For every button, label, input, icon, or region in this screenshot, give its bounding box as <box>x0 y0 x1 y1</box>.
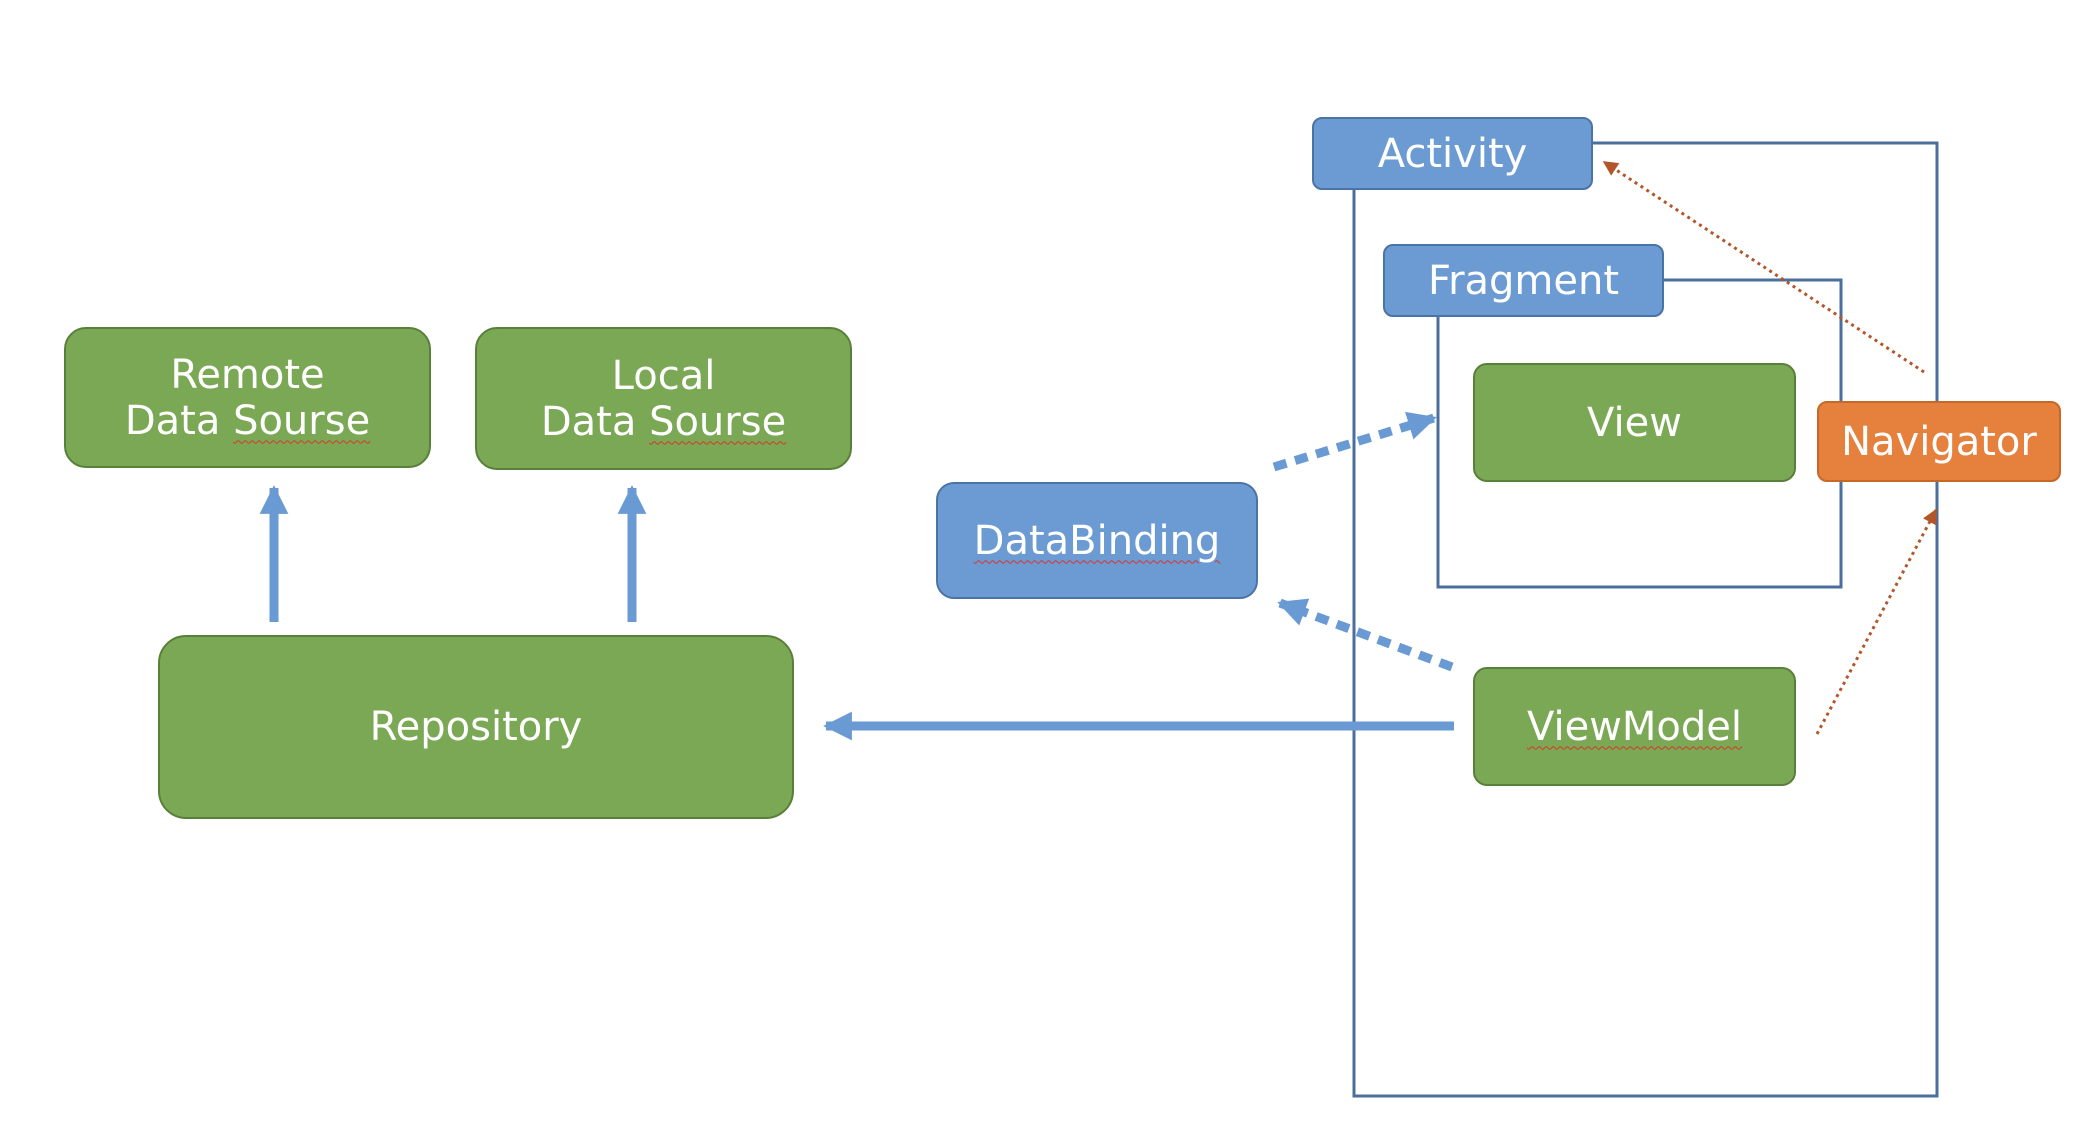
remote-data-source-line2-marked: Sourse <box>233 397 371 444</box>
view-label: View <box>1587 399 1682 446</box>
activity-box: Activity <box>1312 117 1593 190</box>
repository-label: Repository <box>369 704 583 750</box>
databinding-box: DataBinding <box>936 482 1258 599</box>
local-data-source-box: Local Data Sourse <box>475 327 852 470</box>
arrow-viewmodel-to-navigator <box>1815 508 1938 735</box>
local-data-source-line1: Local <box>611 352 716 399</box>
viewmodel-label: ViewModel <box>1526 703 1743 750</box>
navigator-box: Navigator <box>1817 401 2061 482</box>
local-data-source-line2-plain: Data <box>540 398 650 445</box>
navigator-label: Navigator <box>1841 418 2037 465</box>
view-box: View <box>1473 363 1796 482</box>
remote-data-source-line1: Remote <box>170 351 325 398</box>
arrow-navigator-to-activity <box>1602 160 1925 374</box>
remote-data-source-line2: Data Sourse <box>125 398 370 444</box>
local-data-source-line2-marked: Sourse <box>649 398 787 445</box>
fragment-label: Fragment <box>1427 257 1620 304</box>
repository-box: Repository <box>158 635 794 819</box>
viewmodel-box: ViewModel <box>1473 667 1796 786</box>
local-data-source-line2: Data Sourse <box>541 399 786 445</box>
remote-data-source-box: Remote Data Sourse <box>64 327 431 468</box>
remote-data-source-line2-plain: Data <box>124 397 234 444</box>
activity-container-outline <box>1352 141 1939 1098</box>
arrow-databinding-to-fragment <box>1272 411 1437 472</box>
activity-label: Activity <box>1377 130 1528 177</box>
databinding-label: DataBinding <box>973 517 1221 564</box>
fragment-box: Fragment <box>1383 244 1664 317</box>
arrow-viewmodel-to-databinding <box>1277 598 1454 672</box>
